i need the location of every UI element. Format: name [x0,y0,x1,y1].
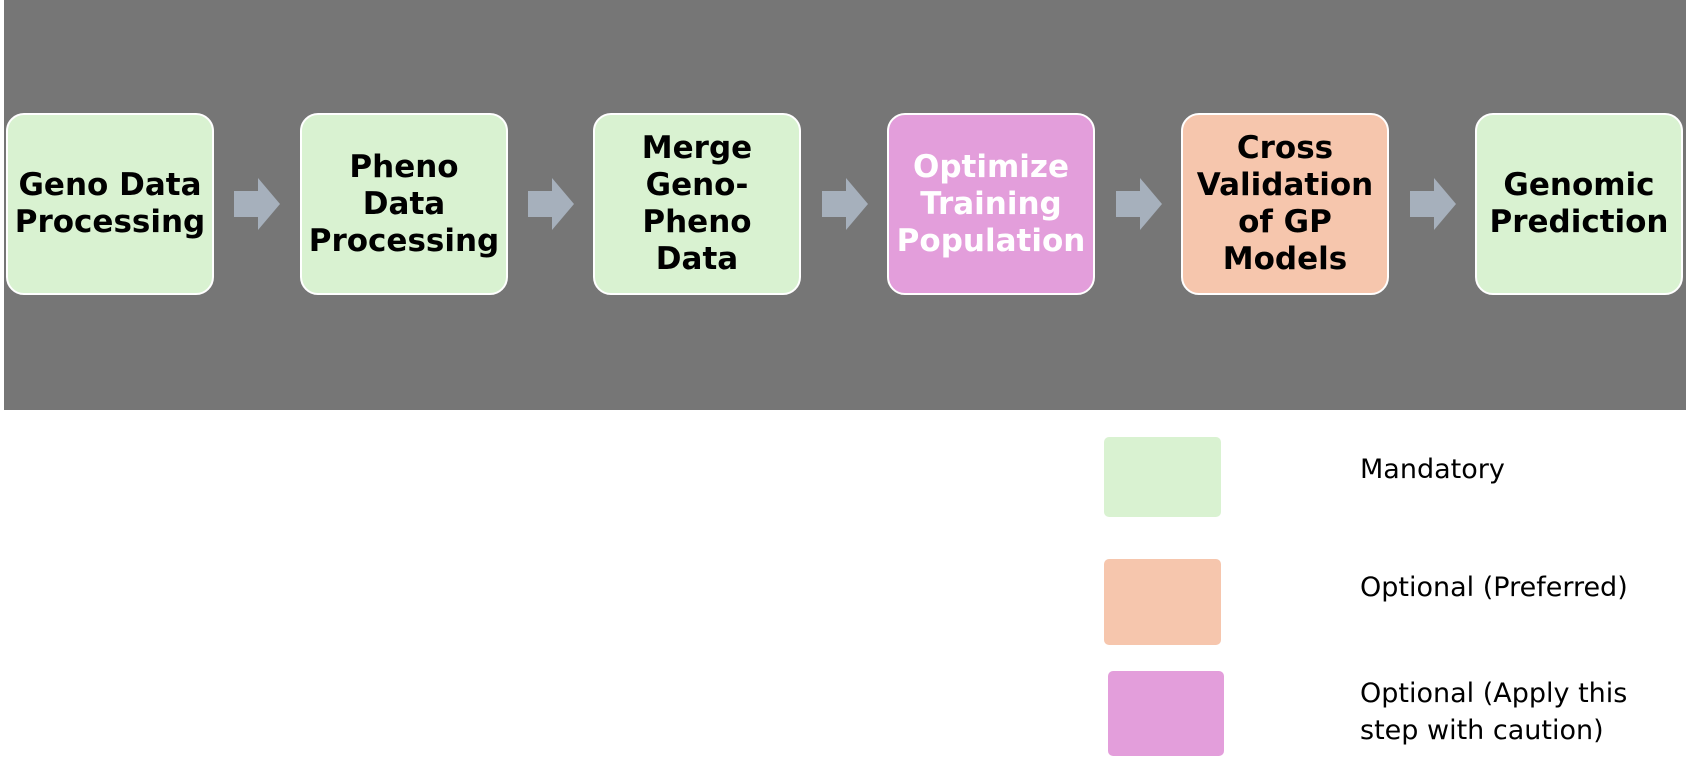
step-cross-validation-gp-models: Cross Validation of GP Models [1181,113,1389,295]
step-pheno-data-processing: Pheno Data Processing [300,113,508,295]
legend-swatch-mandatory [1104,437,1221,517]
legend-label-optional-caution: Optional (Apply this step with caution) [1360,678,1628,746]
arrow-right-icon [528,178,574,230]
step-geno-data-processing: Geno Data Processing [6,113,214,295]
step-optimize-training-population: Optimize Training Population [887,113,1095,295]
arrow-right-icon [1116,178,1162,230]
legend-swatch-optional-preferred [1104,559,1221,645]
legend-label-optional-preferred: Optional (Preferred) [1360,572,1628,603]
arrow-right-icon [234,178,280,230]
legend-label-mandatory: Mandatory [1360,454,1505,485]
step-merge-geno-pheno-data: Merge Geno- Pheno Data [593,113,801,295]
step-genomic-prediction: Genomic Prediction [1475,113,1683,295]
legend-swatch-optional-caution [1108,671,1224,756]
arrow-right-icon [822,178,868,230]
arrow-right-icon [1410,178,1456,230]
